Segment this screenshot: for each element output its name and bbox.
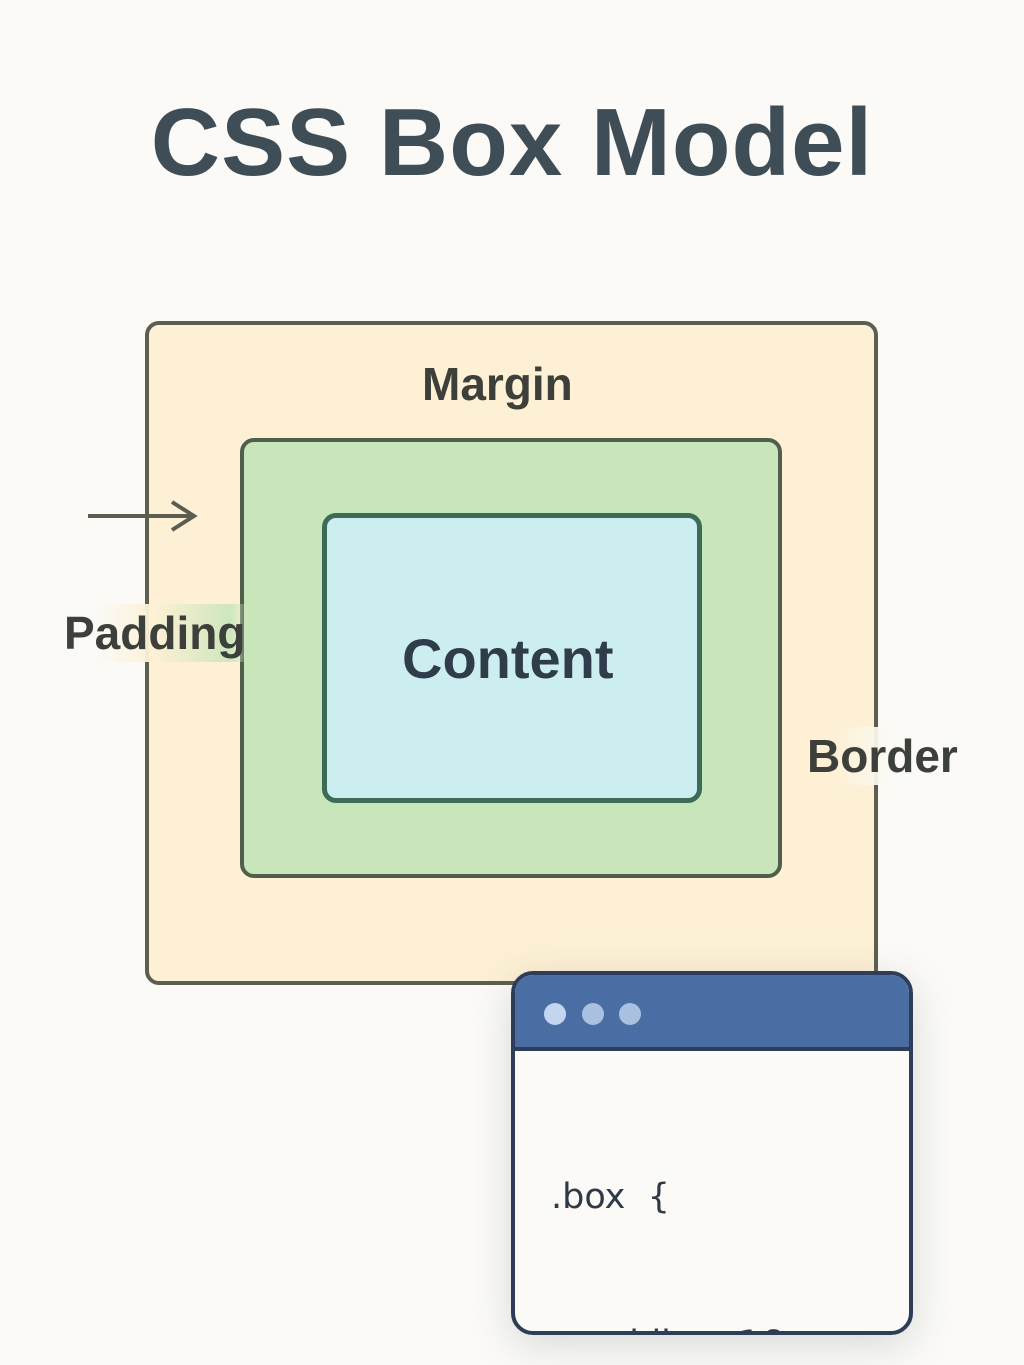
window-control-dot-icon[interactable]: [544, 1003, 566, 1025]
code-block: .box { padding: 16px; border: 2 px oiid …: [551, 1075, 909, 1331]
content-box: [322, 513, 702, 803]
code-line: .box {: [551, 1177, 670, 1217]
right-arrow-icon: [88, 500, 198, 532]
margin-label: Margin: [422, 358, 573, 410]
padding-label: Padding: [60, 604, 250, 662]
content-label: Content: [402, 627, 614, 690]
page-title: CSS Box Model: [150, 89, 874, 196]
window-control-dot-icon[interactable]: [582, 1003, 604, 1025]
code-line: padding: 16px;: [551, 1320, 909, 1331]
border-label: Border: [803, 727, 962, 785]
code-window: .box { padding: 16px; border: 2 px oiid …: [511, 971, 913, 1335]
window-control-dot-icon[interactable]: [619, 1003, 641, 1025]
code-window-titlebar: [515, 975, 909, 1051]
